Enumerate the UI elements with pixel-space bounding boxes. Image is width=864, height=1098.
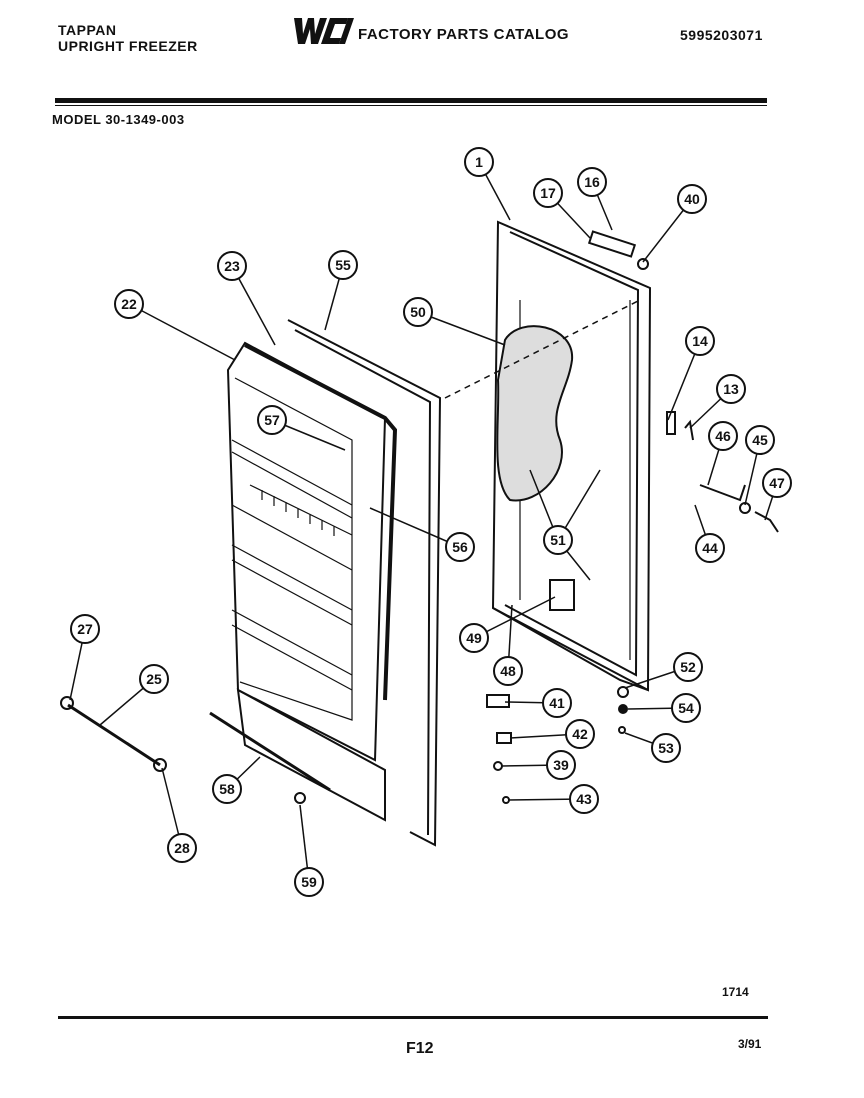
callout-label: 56 <box>452 539 468 555</box>
callout-label: 53 <box>658 740 674 756</box>
callout-28: 28 <box>167 833 197 863</box>
callout-16: 16 <box>577 167 607 197</box>
callout-1: 1 <box>464 147 494 177</box>
callout-label: 57 <box>264 412 280 428</box>
catalog-number: 5995203071 <box>680 27 763 43</box>
callout-23: 23 <box>217 251 247 281</box>
callout-label: 50 <box>410 304 426 320</box>
callout-label: 17 <box>540 185 556 201</box>
callout-41: 41 <box>542 688 572 718</box>
callout-42: 42 <box>565 719 595 749</box>
hinge-assembly <box>666 411 779 533</box>
callout-label: 45 <box>752 432 768 448</box>
kickplate <box>209 711 331 792</box>
wci-logo <box>294 18 354 44</box>
callout-27: 27 <box>70 614 100 644</box>
callout-label: 14 <box>692 333 708 349</box>
callout-label: 54 <box>678 700 694 716</box>
callout-22: 22 <box>114 289 144 319</box>
callout-label: 55 <box>335 257 351 273</box>
callout-label: 58 <box>219 781 235 797</box>
callout-43: 43 <box>569 784 599 814</box>
footer-rule <box>58 1016 768 1019</box>
callout-17: 17 <box>533 178 563 208</box>
callout-label: 23 <box>224 258 240 274</box>
callout-46: 46 <box>708 421 738 451</box>
callout-label: 28 <box>174 840 190 856</box>
callout-label: 1 <box>475 154 483 170</box>
catalog-title: FACTORY PARTS CATALOG <box>358 26 570 43</box>
callout-label: 51 <box>550 532 566 548</box>
callout-14: 14 <box>685 326 715 356</box>
callout-50: 50 <box>403 297 433 327</box>
callout-48: 48 <box>493 656 523 686</box>
callout-label: 16 <box>584 174 600 190</box>
callout-45: 45 <box>745 425 775 455</box>
callout-label: 42 <box>572 726 588 742</box>
callout-label: 22 <box>121 296 137 312</box>
callout-58: 58 <box>212 774 242 804</box>
door-gasket <box>244 343 398 701</box>
model-number: MODEL 30-1349-003 <box>52 112 185 127</box>
callout-40: 40 <box>677 184 707 214</box>
brand-name: TAPPAN <box>58 22 117 38</box>
callout-label: 27 <box>77 621 93 637</box>
callout-57: 57 <box>257 405 287 435</box>
callout-44: 44 <box>695 533 725 563</box>
insulation-pad <box>496 325 574 502</box>
door-handle <box>67 703 161 767</box>
callout-56: 56 <box>445 532 475 562</box>
callout-49: 49 <box>459 623 489 653</box>
header-rule-thin <box>55 105 767 106</box>
catalog-date: 3/91 <box>738 1037 762 1051</box>
header-rule <box>55 98 767 103</box>
leader-lines <box>69 161 778 883</box>
callout-47: 47 <box>762 468 792 498</box>
callout-label: 48 <box>500 663 516 679</box>
product-name: UPRIGHT FREEZER <box>58 38 198 54</box>
callout-52: 52 <box>673 652 703 682</box>
callout-label: 43 <box>576 791 592 807</box>
callout-label: 44 <box>702 540 718 556</box>
callout-39: 39 <box>546 750 576 780</box>
callout-label: 13 <box>723 381 739 397</box>
callout-label: 40 <box>684 191 700 207</box>
door-liner <box>226 341 387 762</box>
callout-51: 51 <box>543 525 573 555</box>
callout-label: 59 <box>301 874 317 890</box>
callout-13: 13 <box>716 374 746 404</box>
callout-label: 41 <box>549 695 565 711</box>
callout-label: 47 <box>769 475 785 491</box>
callout-label: 46 <box>715 428 731 444</box>
callout-label: 52 <box>680 659 696 675</box>
callout-25: 25 <box>139 664 169 694</box>
callout-53: 53 <box>651 733 681 763</box>
page-id: F12 <box>406 1040 434 1057</box>
callout-label: 39 <box>553 757 569 773</box>
callout-label: 25 <box>146 671 162 687</box>
outer-door-panel <box>236 319 442 847</box>
callout-59: 59 <box>294 867 324 897</box>
callout-label: 49 <box>466 630 482 646</box>
drawing-number: 1714 <box>722 985 749 999</box>
callout-54: 54 <box>671 693 701 723</box>
callout-55: 55 <box>328 250 358 280</box>
